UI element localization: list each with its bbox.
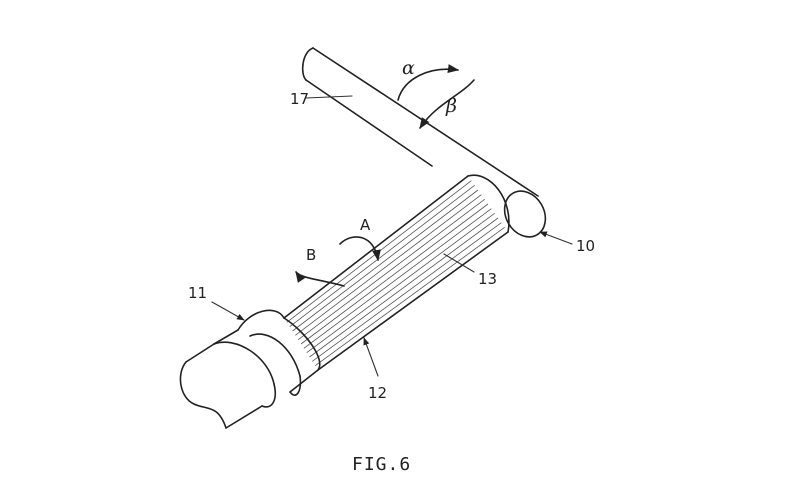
figure-caption: FIG.6: [352, 454, 411, 475]
knurl-line: [292, 189, 479, 332]
knurl-line: [289, 185, 475, 327]
knurl-line: [312, 222, 502, 362]
knurl-line: [300, 203, 489, 345]
label-11: 11: [188, 284, 207, 302]
label-13: 13: [478, 270, 497, 288]
handle-rod: [301, 47, 547, 238]
knurl-line: [295, 194, 482, 336]
handle-end-cap: [503, 190, 547, 238]
leader-17: [305, 95, 353, 99]
rotation-alpha-arrow: [397, 64, 460, 101]
knurled-grip: [283, 174, 510, 371]
label-17: 17: [290, 90, 309, 108]
label-rotation-b: B: [306, 246, 316, 264]
label-12: 12: [368, 384, 387, 402]
label-10: 10: [576, 237, 595, 255]
knurl-line: [303, 208, 492, 349]
rotation-beta-arrow: [419, 79, 475, 129]
leader-10: [539, 231, 573, 245]
shaft: [179, 341, 277, 429]
collar: [213, 309, 321, 396]
label-rotation-beta: β: [445, 95, 457, 117]
leader-12: [363, 337, 379, 377]
label-rotation-alpha: α: [402, 57, 415, 79]
knurl-line: [297, 199, 485, 340]
leader-13: [443, 253, 475, 273]
rotation-a-arrow: [339, 236, 381, 262]
knurl-line: [314, 227, 505, 366]
knurl-line: [309, 217, 499, 358]
knurl-line: [306, 213, 495, 353]
label-rotation-a: A: [360, 216, 371, 234]
rotation-b-arrow: [295, 271, 345, 287]
leader-11: [211, 301, 245, 321]
